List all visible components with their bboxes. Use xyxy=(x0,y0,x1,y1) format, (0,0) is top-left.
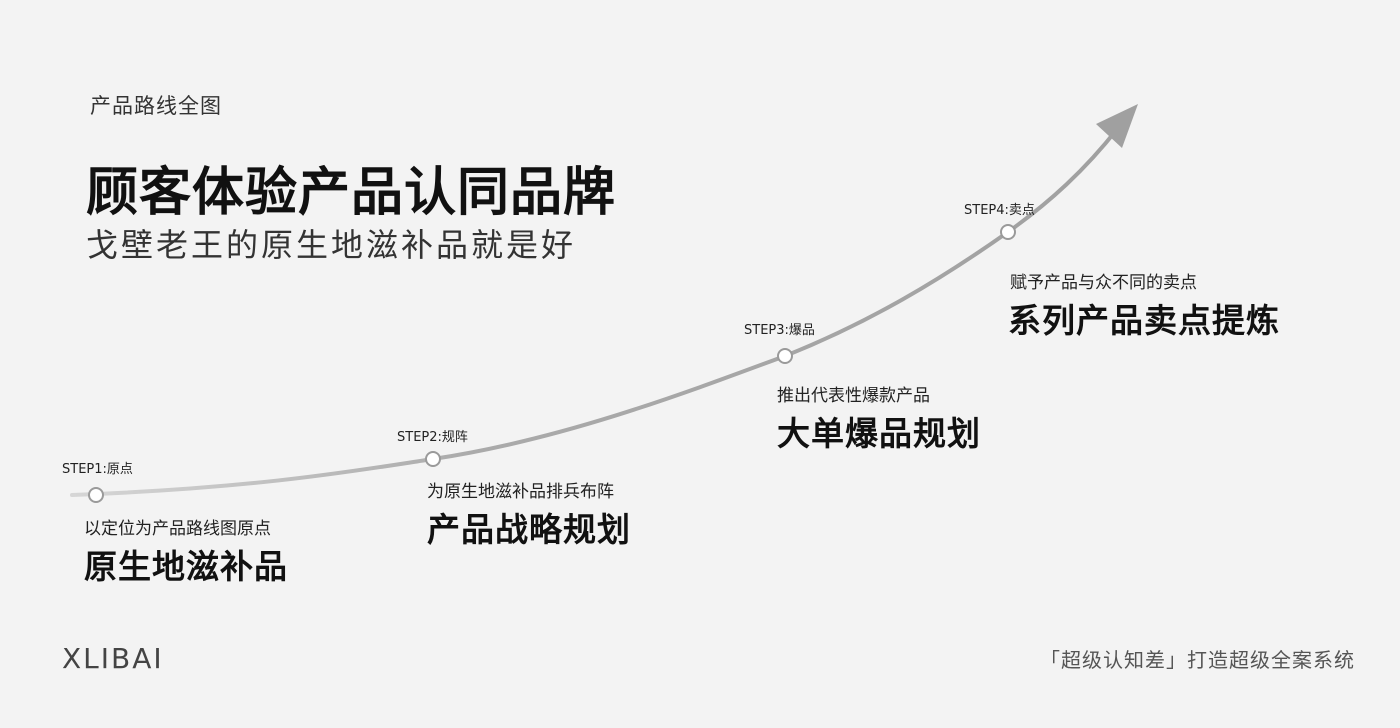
page-title: 顾客体验产品认同品牌 xyxy=(86,163,617,223)
brand-logo: XLIBAI xyxy=(62,642,164,675)
page-overline: 产品路线全图 xyxy=(90,94,222,118)
step3-node xyxy=(777,348,793,364)
footer-note: 「超级认知差」打造超级全案系统 xyxy=(1040,648,1355,672)
step1-node xyxy=(88,487,104,503)
step4-description: 赋予产品与众不同的卖点 xyxy=(1010,273,1197,293)
step4-node xyxy=(1000,224,1016,240)
step2-description: 为原生地滋补品排兵布阵 xyxy=(427,482,614,502)
step2-title: 产品战略规划 xyxy=(427,510,631,549)
page-tagline: 戈壁老王的原生地滋补品就是好 xyxy=(86,226,577,264)
step4-label: STEP4:卖点 xyxy=(964,203,1035,218)
step2-node xyxy=(425,451,441,467)
step2-label: STEP2:规阵 xyxy=(397,430,468,445)
step1-title: 原生地滋补品 xyxy=(84,547,288,586)
step1-description: 以定位为产品路线图原点 xyxy=(84,519,271,539)
step1-label: STEP1:原点 xyxy=(62,462,133,477)
curve-path xyxy=(70,126,1120,497)
step3-label: STEP3:爆品 xyxy=(744,323,815,338)
step3-description: 推出代表性爆款产品 xyxy=(777,386,930,406)
arrow-head-icon xyxy=(1096,104,1138,148)
step4-title: 系列产品卖点提炼 xyxy=(1008,301,1280,340)
step3-title: 大单爆品规划 xyxy=(777,414,981,453)
